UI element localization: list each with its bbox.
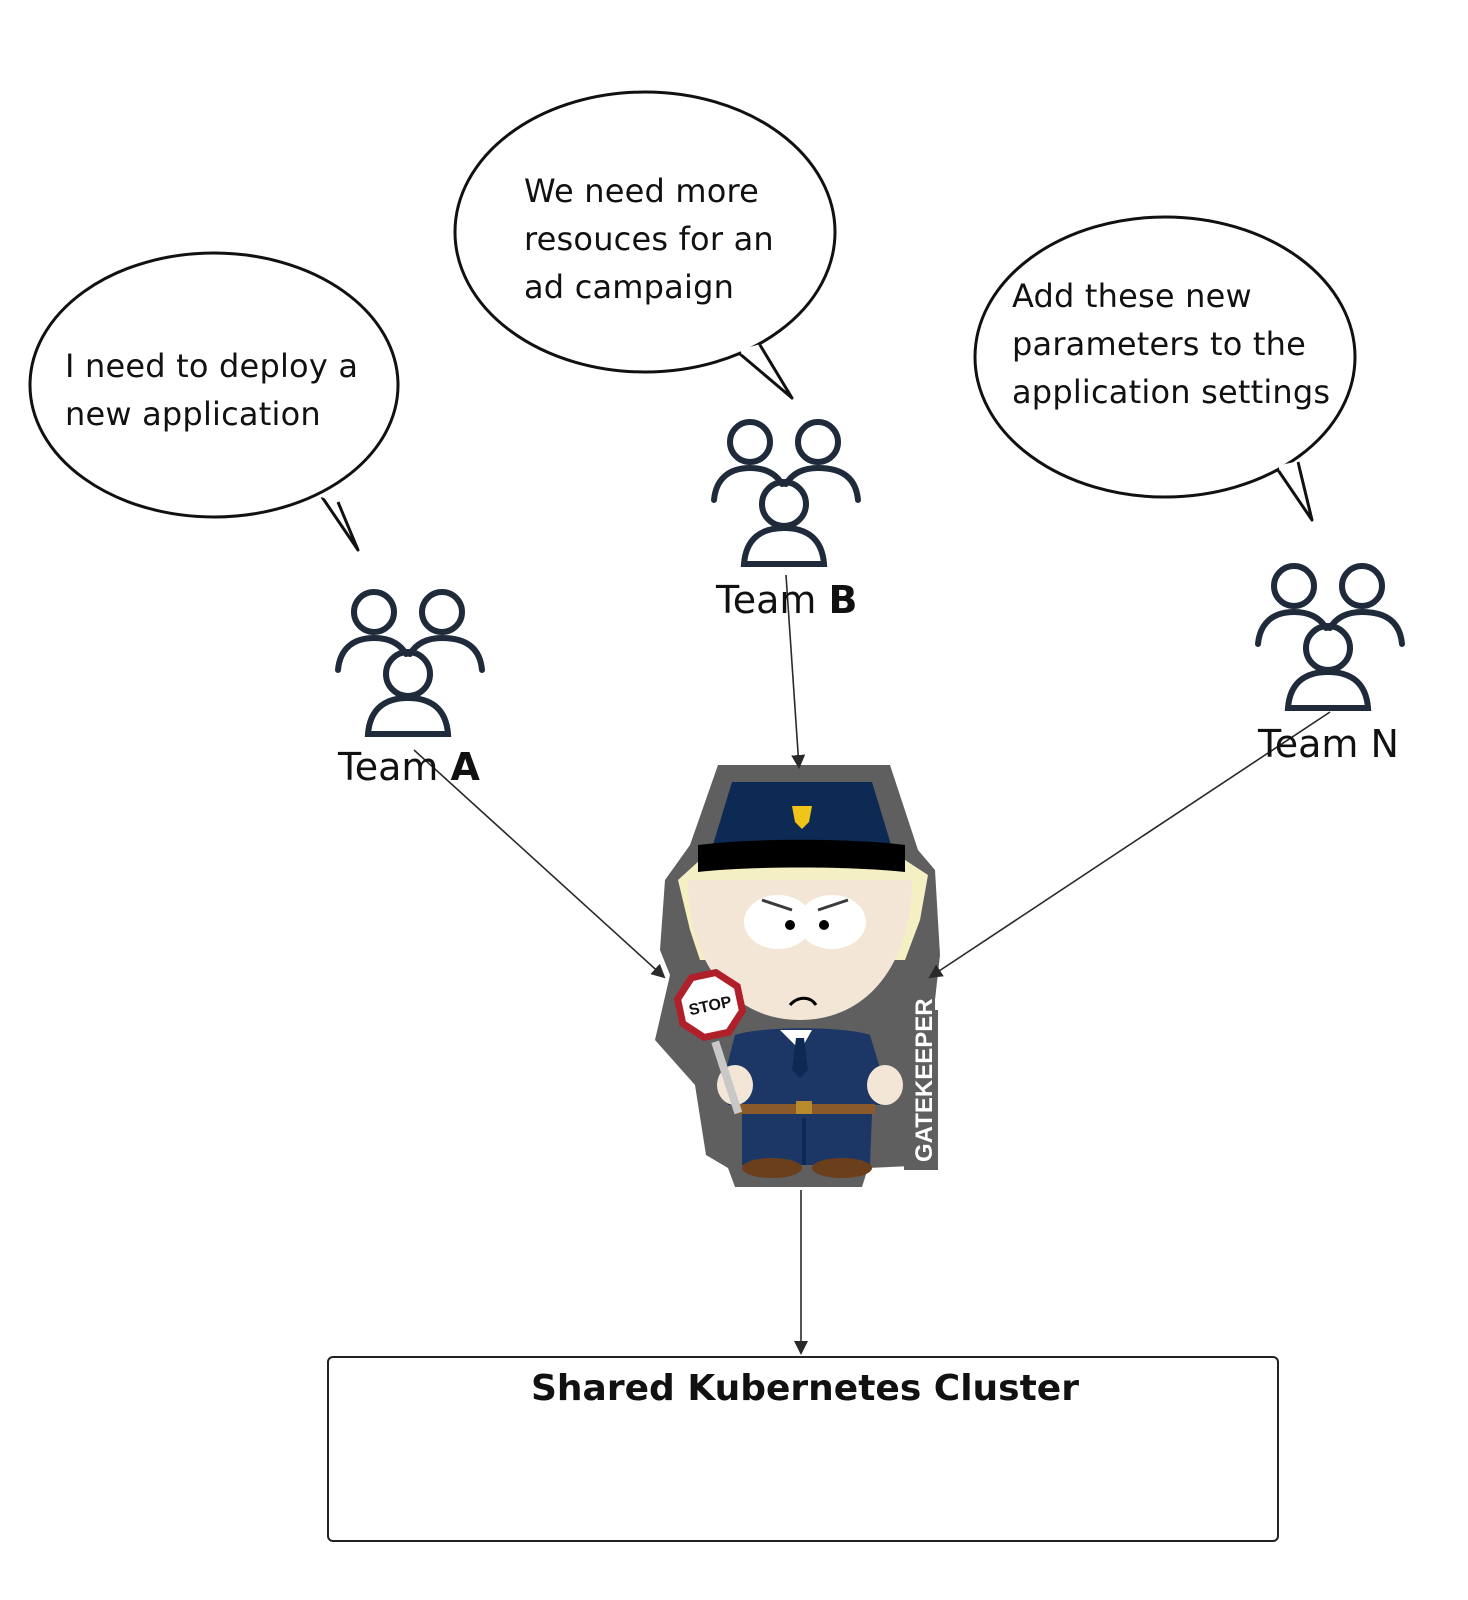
arrow-team-b-to-gatekeeper [785,574,806,769]
bubble-text-team-b: We need more resouces for an ad campaign [524,167,774,311]
cluster-title: Shared Kubernetes Cluster [531,1368,1079,1409]
bubble-text-team-n: Add these new parameters to the applicat… [1012,272,1330,416]
speech-bubble-team-n [973,215,1357,522]
bubble-b-line-2: resouces for an [524,220,774,258]
team-b-icon [711,419,861,567]
team-a-label: Team A [338,745,480,789]
team-b-prefix: Team [716,578,829,622]
bubble-n-line-1: Add these new [1012,277,1252,315]
bubble-a-line-2: new application [65,395,321,433]
bubble-b-line-1: We need more [524,172,760,210]
team-a-prefix: Team [338,745,451,789]
team-n-letter: N [1370,722,1399,766]
team-b-letter: B [828,578,858,622]
gatekeeper-badge-text: GATEKEEPER [911,998,938,1162]
speech-bubble-team-a [28,251,400,552]
team-a-icon [335,589,485,737]
team-n-label: Team N [1258,722,1399,766]
bubble-n-line-2: parameters to the [1012,325,1306,363]
bubble-b-line-3: ad campaign [524,268,735,306]
bubble-text-team-a: I need to deploy a new application [65,342,358,438]
speech-bubble-team-b [453,90,837,400]
stop-sign-icon: STOP [673,968,747,1042]
gatekeeper-mascot: STOP GATEKEEPER [655,765,940,1187]
team-n-icon [1255,563,1405,711]
shared-cluster-box [327,1356,1279,1542]
arrow-team-n-to-gatekeeper [928,711,1331,979]
team-b-label: Team B [716,578,857,622]
team-a-letter: A [450,745,480,789]
team-n-prefix: Team [1258,722,1371,766]
arrow-team-a-to-gatekeeper [413,749,666,979]
bubble-n-line-3: application settings [1012,373,1331,411]
bubble-a-line-1: I need to deploy a [65,347,359,385]
